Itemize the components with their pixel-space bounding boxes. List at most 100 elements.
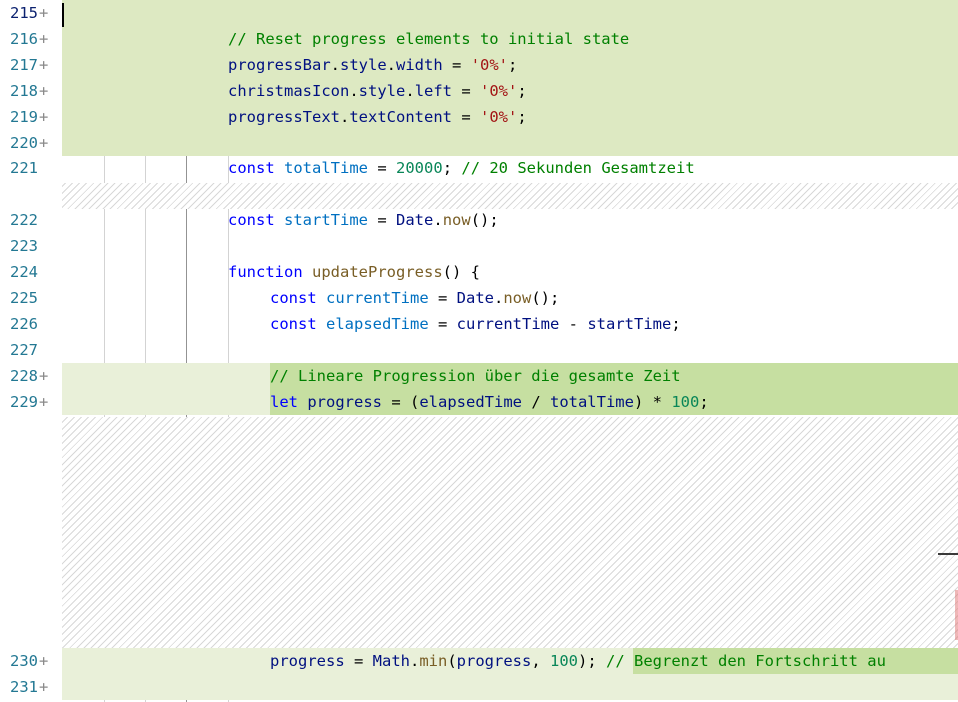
code-token: = [428, 315, 457, 333]
code-token: // Begrenzt den Fortschritt au [606, 652, 886, 670]
code-token: = [442, 56, 471, 74]
overview-ruler-change [955, 590, 958, 640]
code-line[interactable]: 216+// Reset progress elements to initia… [0, 26, 958, 52]
code-token: = [344, 652, 373, 670]
code-token: startTime [284, 211, 369, 229]
inserted-text-highlight [270, 363, 958, 389]
line-background [62, 674, 958, 700]
code-token: 100 [671, 393, 700, 411]
code-text: const elapsedTime = currentTime - startT… [270, 314, 681, 334]
line-number: 215 [10, 4, 38, 22]
line-gutter: 215+ [0, 0, 62, 26]
line-number: 229 [10, 393, 38, 411]
code-line[interactable]: 220+ [0, 130, 958, 156]
added-line-marker: + [39, 30, 49, 48]
line-gutter: 231+ [0, 674, 62, 700]
code-text: // Lineare Progression über die gesamte … [270, 366, 681, 386]
code-token: ; [442, 159, 462, 177]
code-token: ( [447, 652, 457, 670]
code-token: , [531, 652, 550, 670]
line-gutter: 217+ [0, 52, 62, 78]
code-token: ; [671, 315, 681, 333]
line-number: 219 [10, 108, 38, 126]
code-line[interactable]: 215+ [0, 0, 958, 26]
code-line[interactable]: 218+christmasIcon.style.left = '0%'; [0, 78, 958, 104]
line-gutter: 221 [0, 155, 62, 181]
code-token: style [340, 56, 387, 74]
code-token: '0%' [479, 108, 518, 126]
line-background [62, 130, 958, 156]
inserted-text-highlight [270, 389, 958, 415]
code-token: left [414, 82, 453, 100]
line-number: 216 [10, 30, 38, 48]
code-token: now [503, 289, 532, 307]
code-token: (); [470, 211, 499, 229]
line-gutter: 224 [0, 259, 62, 285]
code-token: currentTime [326, 289, 429, 307]
line-number: 222 [10, 211, 38, 229]
code-text: const currentTime = Date.now(); [270, 288, 559, 308]
code-text: const totalTime = 20000; // 20 Sekunden … [228, 158, 695, 178]
code-line[interactable]: 226 const elapsedTime = currentTime - sta… [0, 311, 958, 337]
code-token [275, 159, 284, 177]
added-line-marker: + [39, 652, 49, 670]
code-token: = [452, 82, 481, 100]
line-background [62, 259, 958, 285]
line-background [62, 233, 958, 259]
line-number: 225 [10, 289, 38, 307]
code-token: . [330, 56, 340, 74]
code-token [303, 263, 312, 281]
code-token: . [494, 289, 504, 307]
code-line[interactable]: 228+ // Lineare Progression über die gesa… [0, 363, 958, 389]
code-token: updateProgress [312, 263, 443, 281]
code-line[interactable]: 217+progressBar.style.width = '0%'; [0, 52, 958, 78]
code-line[interactable]: 230+ progress = Math.min(progress, 100); … [0, 648, 958, 674]
code-token: ; [517, 82, 527, 100]
code-line[interactable]: 231+ [0, 674, 958, 700]
code-token: progressBar [228, 56, 331, 74]
line-gutter: 222 [0, 207, 62, 233]
code-token [317, 315, 326, 333]
code-token: min [419, 652, 448, 670]
line-number: 230 [10, 652, 38, 670]
code-token: Date [456, 289, 494, 307]
code-line[interactable]: 219+progressText.textContent = '0%'; [0, 104, 958, 130]
code-token: ); [578, 652, 606, 670]
added-line-marker: + [39, 56, 49, 74]
added-line-marker: + [39, 393, 49, 411]
code-token: ) * [633, 393, 672, 411]
code-token: const [270, 289, 317, 307]
code-line[interactable]: 227 [0, 337, 958, 363]
line-gutter: 228+ [0, 363, 62, 389]
code-text: progress = Math.min(progress, 100); // B… [270, 651, 886, 671]
code-token: Date [396, 211, 434, 229]
code-token: . [405, 82, 415, 100]
code-token: = [451, 108, 480, 126]
code-line[interactable]: 223 [0, 233, 958, 259]
code-line[interactable]: 229+ let progress = (elapsedTime / totalT… [0, 389, 958, 415]
code-line[interactable]: 221 const totalTime = 20000; // 20 Sekund… [0, 155, 958, 181]
code-text: let progress = (elapsedTime / totalTime)… [270, 392, 709, 412]
code-token: const [228, 211, 275, 229]
code-token: = [428, 289, 457, 307]
line-gutter: 223 [0, 233, 62, 259]
line-gutter: 219+ [0, 104, 62, 130]
line-number: 226 [10, 315, 38, 333]
code-token [317, 289, 326, 307]
code-token: 20000 [396, 159, 443, 177]
line-gutter: 218+ [0, 78, 62, 104]
code-token: 100 [550, 652, 578, 670]
line-gutter: 227 [0, 337, 62, 363]
line-background [62, 337, 958, 363]
line-gutter: 220+ [0, 130, 62, 156]
added-line-marker: + [39, 82, 49, 100]
code-token: . [349, 82, 359, 100]
line-gutter: 230+ [0, 648, 62, 674]
code-token [275, 211, 284, 229]
code-line[interactable]: 225 const currentTime = Date.now(); [0, 285, 958, 311]
code-token: totalTime [549, 393, 634, 411]
code-token: startTime [587, 315, 672, 333]
